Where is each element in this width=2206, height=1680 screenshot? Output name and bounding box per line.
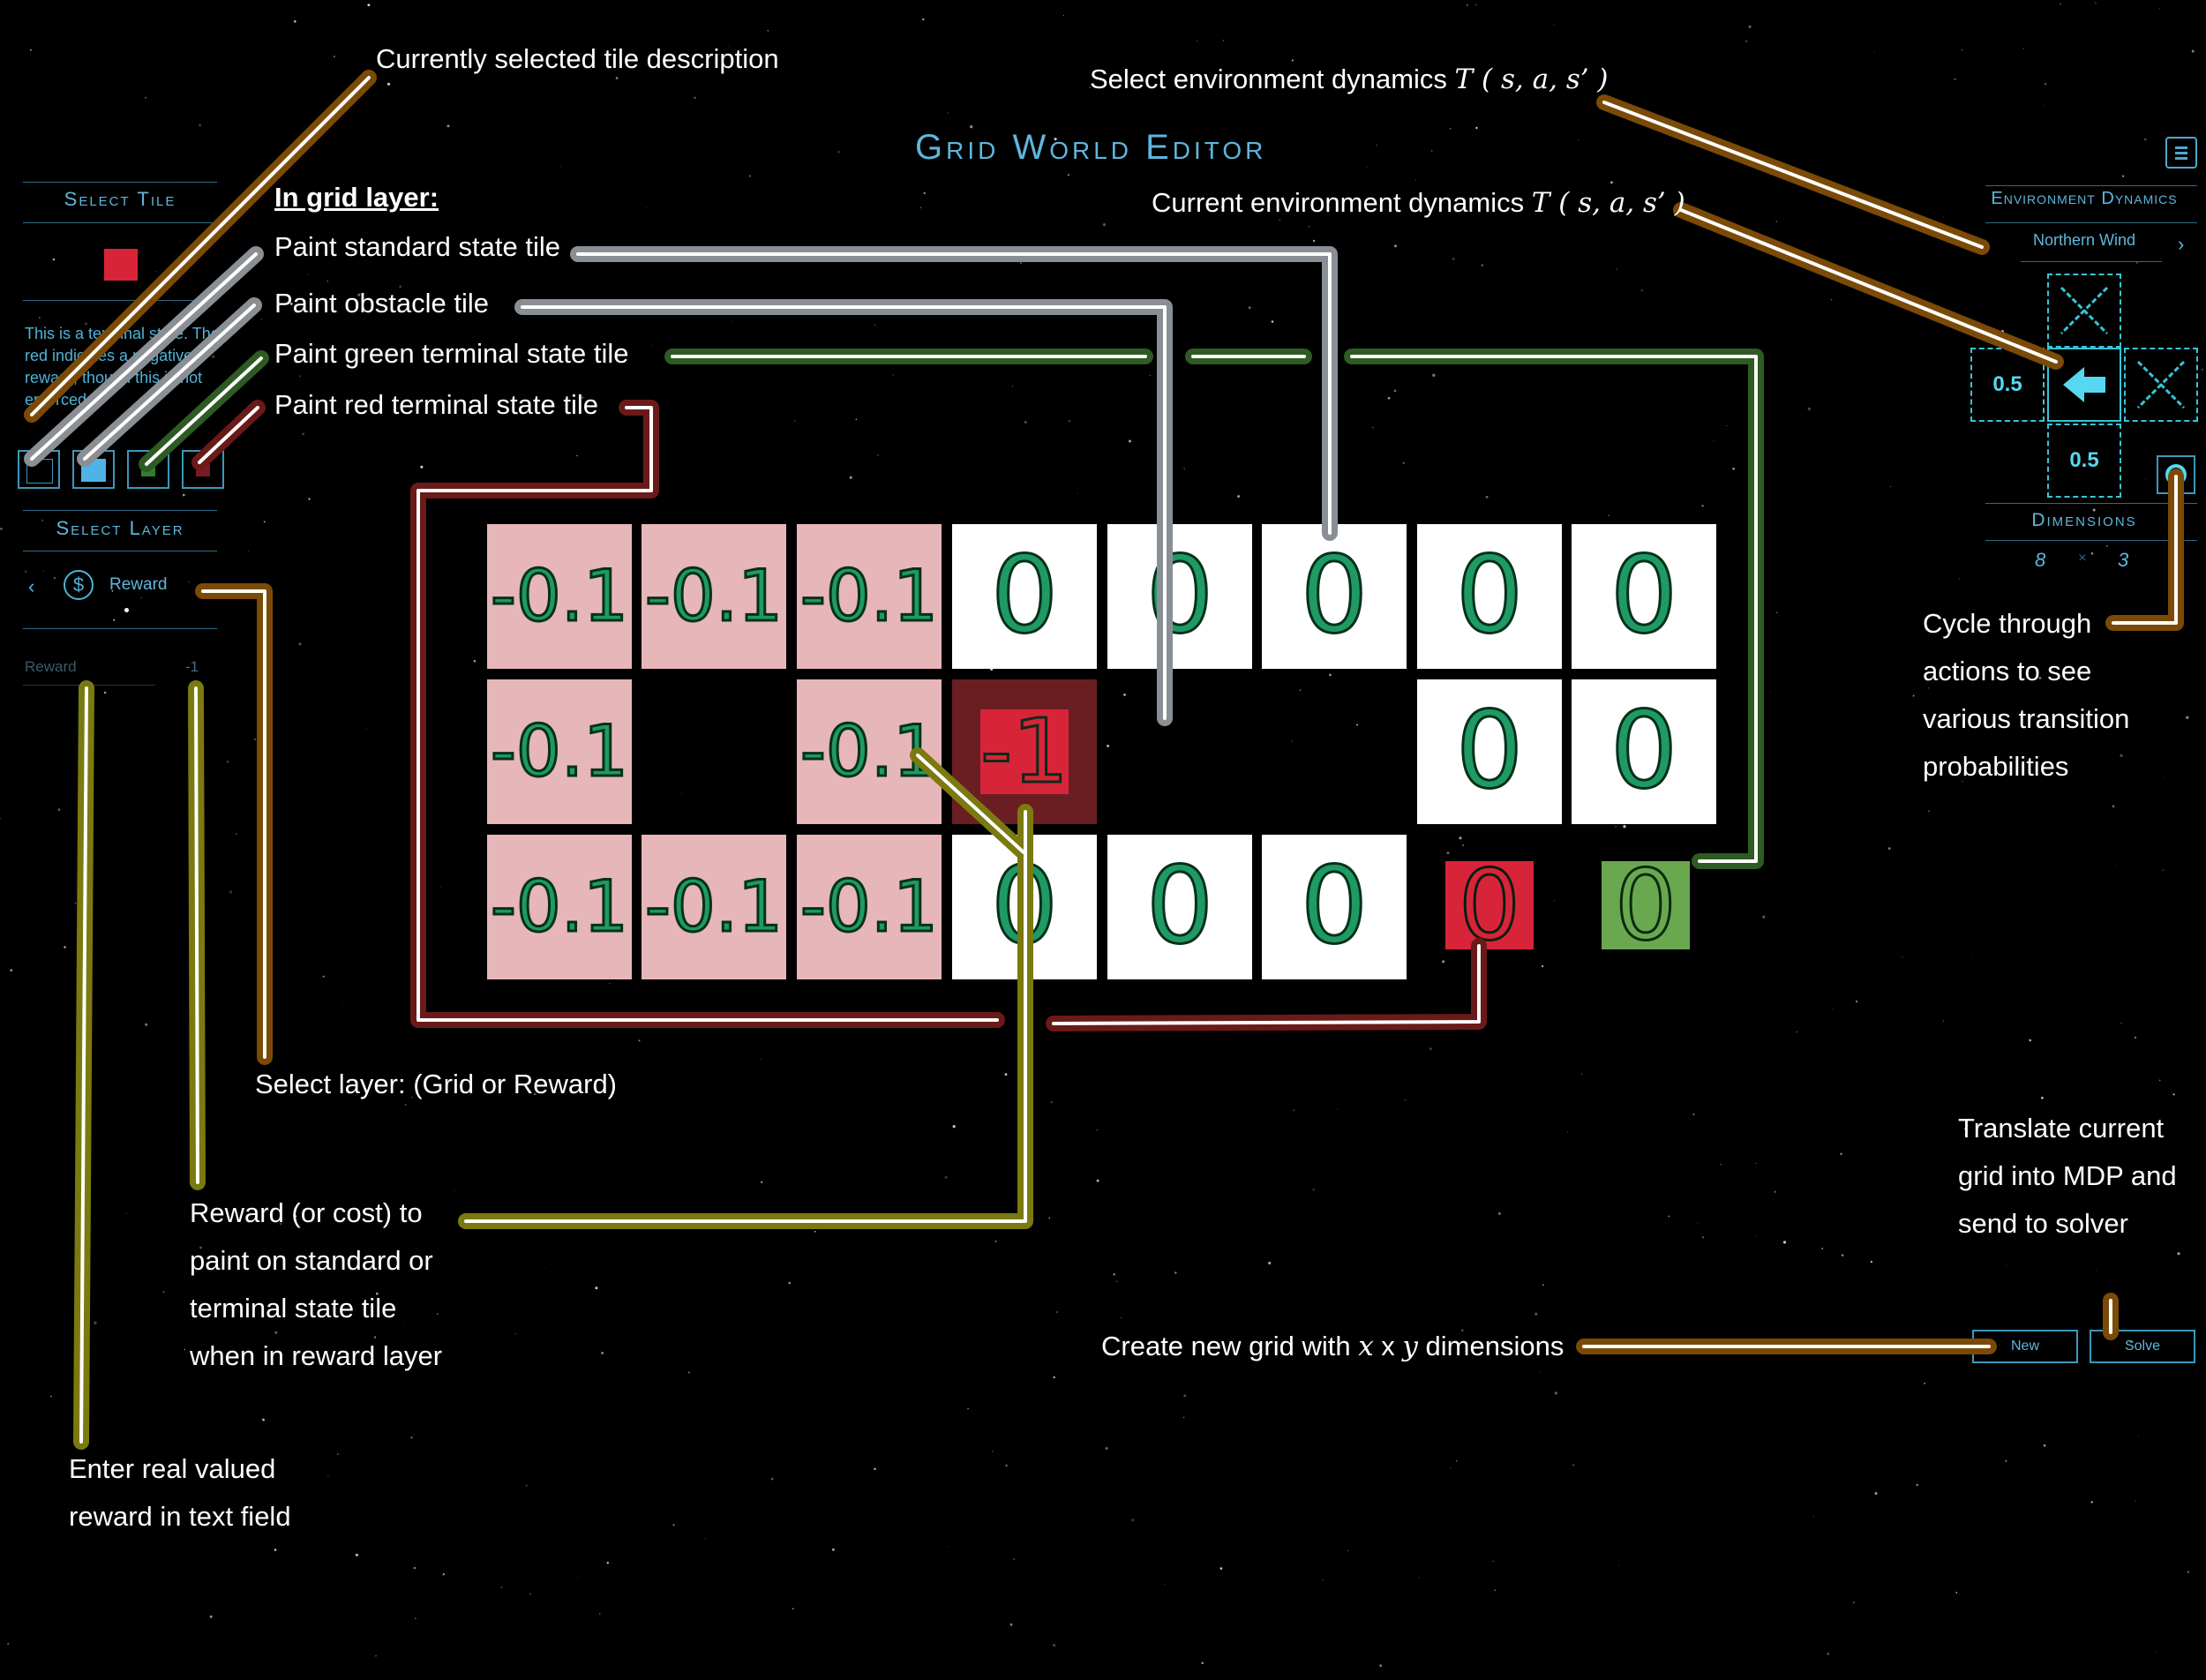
tile-button-obstacle[interactable] bbox=[72, 450, 115, 489]
grid-cell[interactable]: -0.1 bbox=[797, 679, 942, 824]
grid-cell[interactable]: 0 bbox=[1417, 679, 1562, 824]
grid-cell[interactable]: 0 bbox=[1262, 835, 1407, 979]
grid-cell[interactable]: 0 bbox=[952, 835, 1097, 979]
dynamics-next-button[interactable]: › bbox=[2178, 233, 2185, 255]
layer-page-dot bbox=[124, 608, 129, 612]
cycle-action-button[interactable] bbox=[2157, 455, 2195, 494]
annotation-paint-red: Paint red terminal state tile bbox=[274, 389, 599, 420]
grid-cell[interactable]: 0 bbox=[1262, 524, 1407, 669]
annotation-create-new: Create new grid with x x y dimensions bbox=[1101, 1331, 1564, 1362]
dyn-center-action bbox=[2047, 348, 2121, 422]
grid-cell[interactable]: 0 bbox=[1107, 524, 1252, 669]
layer-name: Reward bbox=[109, 575, 168, 594]
grid-cell[interactable]: -0.1 bbox=[797, 524, 942, 669]
tile-button-standard[interactable] bbox=[18, 450, 60, 489]
menu-icon[interactable] bbox=[2165, 137, 2197, 169]
select-tile-heading: Select Tile bbox=[64, 188, 176, 210]
dim-separator: × bbox=[2078, 551, 2087, 566]
annotation-paint-green: Paint green terminal state tile bbox=[274, 338, 629, 369]
tile-button-red-terminal[interactable] bbox=[182, 450, 224, 489]
annotation-enter-reward: Enter real valued reward in text field bbox=[69, 1453, 291, 1532]
grid-cell[interactable]: 0 bbox=[1107, 835, 1252, 979]
layer-prev-button[interactable]: ‹ bbox=[28, 575, 35, 597]
select-layer-heading: Select Layer bbox=[56, 517, 184, 539]
grid-cell[interactable]: -0.1 bbox=[487, 679, 632, 824]
grid-cell[interactable]: -0.1 bbox=[642, 835, 786, 979]
annotation-cycle-actions: Cycle through actions to see various tra… bbox=[1923, 608, 2130, 782]
dyn-right-box bbox=[2124, 348, 2198, 422]
dim-x-input[interactable]: 8 bbox=[2035, 549, 2046, 571]
grid-cell[interactable]: -0.1 bbox=[487, 835, 632, 979]
page-title: Grid World Editor bbox=[915, 128, 1267, 167]
dyn-down-prob: 0.5 bbox=[2047, 424, 2121, 498]
annotation-select-layer: Select layer: (Grid or Reward) bbox=[255, 1069, 618, 1099]
dim-y-input[interactable]: 3 bbox=[2118, 549, 2129, 571]
dynamics-name: Northern Wind bbox=[2032, 231, 2136, 249]
annotation-paint-obstacle: Paint obstacle tile bbox=[274, 288, 489, 319]
solve-button[interactable]: Solve bbox=[2090, 1330, 2195, 1363]
dollar-coin-icon: $ bbox=[64, 570, 94, 600]
annotation-select-dynamics: Select environment dynamics T ( s, a, s’… bbox=[1090, 64, 1609, 95]
tile-description: This is a terminal state. The red indica… bbox=[25, 325, 220, 409]
new-button[interactable]: New bbox=[1972, 1330, 2078, 1363]
dimensions-heading: Dimensions bbox=[2031, 510, 2137, 530]
dyn-left-prob: 0.5 bbox=[1970, 348, 2045, 422]
selected-tile-swatch bbox=[104, 249, 138, 281]
grid-cell[interactable]: 0 bbox=[1417, 524, 1562, 669]
cycle-icon bbox=[2165, 464, 2187, 485]
layer-next-button[interactable]: › bbox=[201, 575, 208, 597]
grid-cell[interactable]: 0 bbox=[1572, 524, 1716, 669]
tile-button-green-terminal[interactable] bbox=[127, 450, 169, 489]
grid-cell[interactable]: 0 bbox=[952, 524, 1097, 669]
annotation-reward-paint: Reward (or cost) to paint on standard or… bbox=[190, 1197, 443, 1371]
reward-label: Reward bbox=[25, 658, 77, 675]
grid-cell-red-tile[interactable]: 0 bbox=[1445, 856, 1534, 956]
annotation-tile-description: Currently selected tile description bbox=[376, 43, 779, 74]
grid-cell[interactable]: -0.1 bbox=[797, 835, 942, 979]
grid-cell[interactable]: -0.1 bbox=[642, 524, 786, 669]
annotation-paint-standard: Paint standard state tile bbox=[274, 231, 560, 262]
cross-icon bbox=[2136, 360, 2186, 409]
grid-cell[interactable]: -0.1 bbox=[487, 524, 632, 669]
arrow-left-icon bbox=[2063, 367, 2105, 402]
reward-input[interactable]: -1 bbox=[185, 658, 199, 675]
grid-cell-green-tile[interactable]: 0 bbox=[1602, 856, 1690, 956]
cross-icon bbox=[2060, 286, 2109, 335]
dyn-up-box bbox=[2047, 274, 2121, 348]
grid-cell[interactable]: 0 bbox=[1572, 679, 1716, 824]
annotation-in-grid-layer: In grid layer: bbox=[274, 182, 439, 213]
grid-cell-red-terminal[interactable]: -1 bbox=[952, 679, 1097, 824]
annotation-translate: Translate current grid into MDP and send… bbox=[1958, 1113, 2177, 1239]
dynamics-heading: Environment Dynamics bbox=[1991, 189, 2178, 208]
annotation-current-dynamics: Current environment dynamics T ( s, a, s… bbox=[1152, 187, 1685, 219]
